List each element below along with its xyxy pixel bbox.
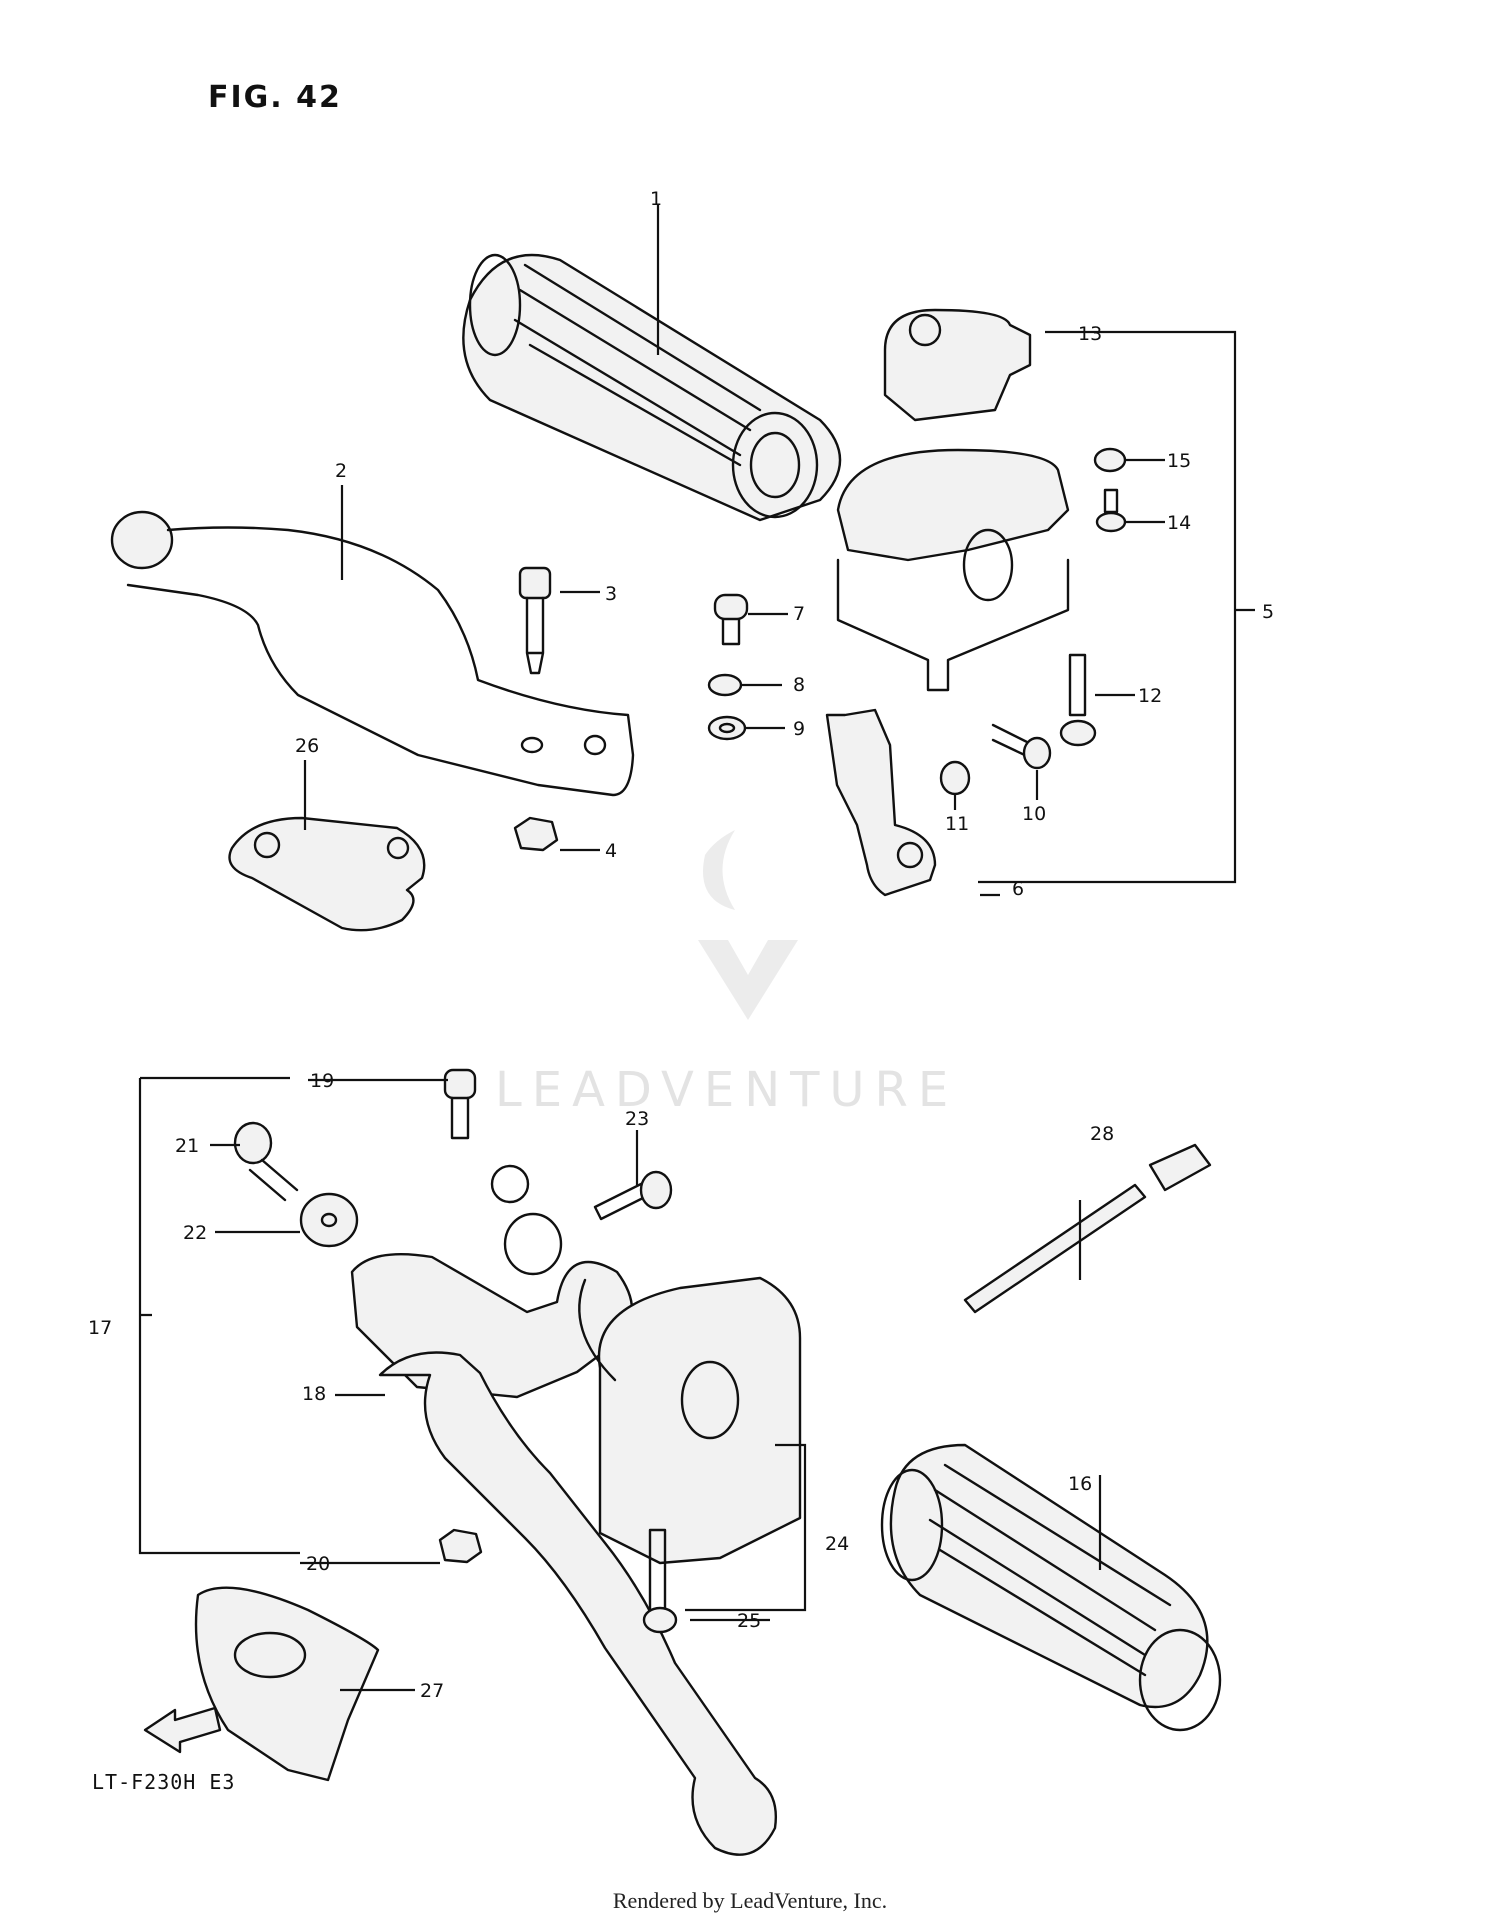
washer-part-9 bbox=[707, 715, 747, 741]
leader-lines bbox=[210, 205, 1165, 1692]
callout-14: 14 bbox=[1167, 512, 1191, 534]
switch-part-24 bbox=[578, 1276, 802, 1565]
callout-25: 25 bbox=[737, 1610, 761, 1632]
cover-part-27 bbox=[194, 1586, 380, 1782]
throttle-housing-part-13 bbox=[883, 308, 1032, 422]
nut-part-15 bbox=[1093, 447, 1127, 473]
screw-part-14 bbox=[1095, 488, 1127, 533]
callout-1: 1 bbox=[650, 188, 662, 210]
watermark-logo bbox=[698, 830, 798, 1020]
callout-12: 12 bbox=[1138, 685, 1162, 707]
footer-credit: Rendered by LeadVenture, Inc. bbox=[612, 1888, 888, 1913]
callout-8: 8 bbox=[793, 674, 805, 696]
cable-tie-part-28 bbox=[963, 1143, 1212, 1314]
nut-part-4 bbox=[513, 816, 559, 852]
callout-24: 24 bbox=[825, 1533, 849, 1555]
screw-part-21 bbox=[233, 1121, 299, 1202]
watermark-text: LEADVENTURE bbox=[495, 1062, 959, 1118]
washer-part-22 bbox=[299, 1192, 359, 1248]
callout-15: 15 bbox=[1167, 450, 1191, 472]
callout-23: 23 bbox=[625, 1108, 649, 1130]
callout-11: 11 bbox=[945, 813, 969, 835]
callout-20: 20 bbox=[306, 1553, 330, 1575]
callout-7: 7 bbox=[793, 603, 805, 625]
screw-part-23 bbox=[593, 1170, 673, 1221]
callout-16: 16 bbox=[1068, 1473, 1092, 1495]
forward-arrow-icon bbox=[143, 1706, 222, 1754]
nut-part-8 bbox=[707, 673, 743, 697]
nut-part-20 bbox=[438, 1528, 483, 1564]
callout-10: 10 bbox=[1022, 803, 1046, 825]
diagram-title: FIG. 42 bbox=[208, 80, 342, 115]
callout-4: 4 bbox=[605, 840, 617, 862]
callout-26: 26 bbox=[295, 735, 319, 757]
callout-17: 17 bbox=[88, 1317, 112, 1339]
callout-21: 21 bbox=[175, 1135, 199, 1157]
throttle-lever-part-6 bbox=[825, 708, 937, 897]
bolt-part-19 bbox=[443, 1068, 477, 1140]
screw-part-12 bbox=[1059, 653, 1097, 747]
callout-6: 6 bbox=[1012, 878, 1024, 900]
screw-part-10 bbox=[991, 723, 1052, 770]
grip-part-1 bbox=[462, 253, 842, 522]
callout-3: 3 bbox=[605, 583, 617, 605]
clutch-bracket bbox=[350, 1164, 634, 1399]
bracket-part-26 bbox=[228, 816, 426, 932]
callout-labels: 1 2 3 4 5 6 7 8 9 10 11 12 13 14 15 16 1… bbox=[88, 188, 1274, 1702]
callout-9: 9 bbox=[793, 718, 805, 740]
lever-part-2 bbox=[110, 510, 635, 797]
callout-27: 27 bbox=[420, 1680, 444, 1702]
screw-part-25 bbox=[642, 1528, 678, 1634]
screw-part-7 bbox=[713, 593, 749, 646]
bolt-part-3 bbox=[518, 566, 552, 675]
lever-part-18 bbox=[378, 1351, 777, 1856]
grip-part-16 bbox=[880, 1443, 1222, 1732]
callout-28: 28 bbox=[1090, 1123, 1114, 1145]
throttle-case-part-5 bbox=[836, 448, 1070, 692]
nut-part-11 bbox=[939, 760, 971, 796]
callout-2: 2 bbox=[335, 460, 347, 482]
callout-5: 5 bbox=[1262, 601, 1274, 623]
model-code: LT-F230H E3 bbox=[92, 1770, 236, 1794]
callout-22: 22 bbox=[183, 1222, 207, 1244]
callout-13: 13 bbox=[1078, 323, 1102, 345]
callout-18: 18 bbox=[302, 1383, 326, 1405]
callout-19: 19 bbox=[310, 1070, 334, 1092]
